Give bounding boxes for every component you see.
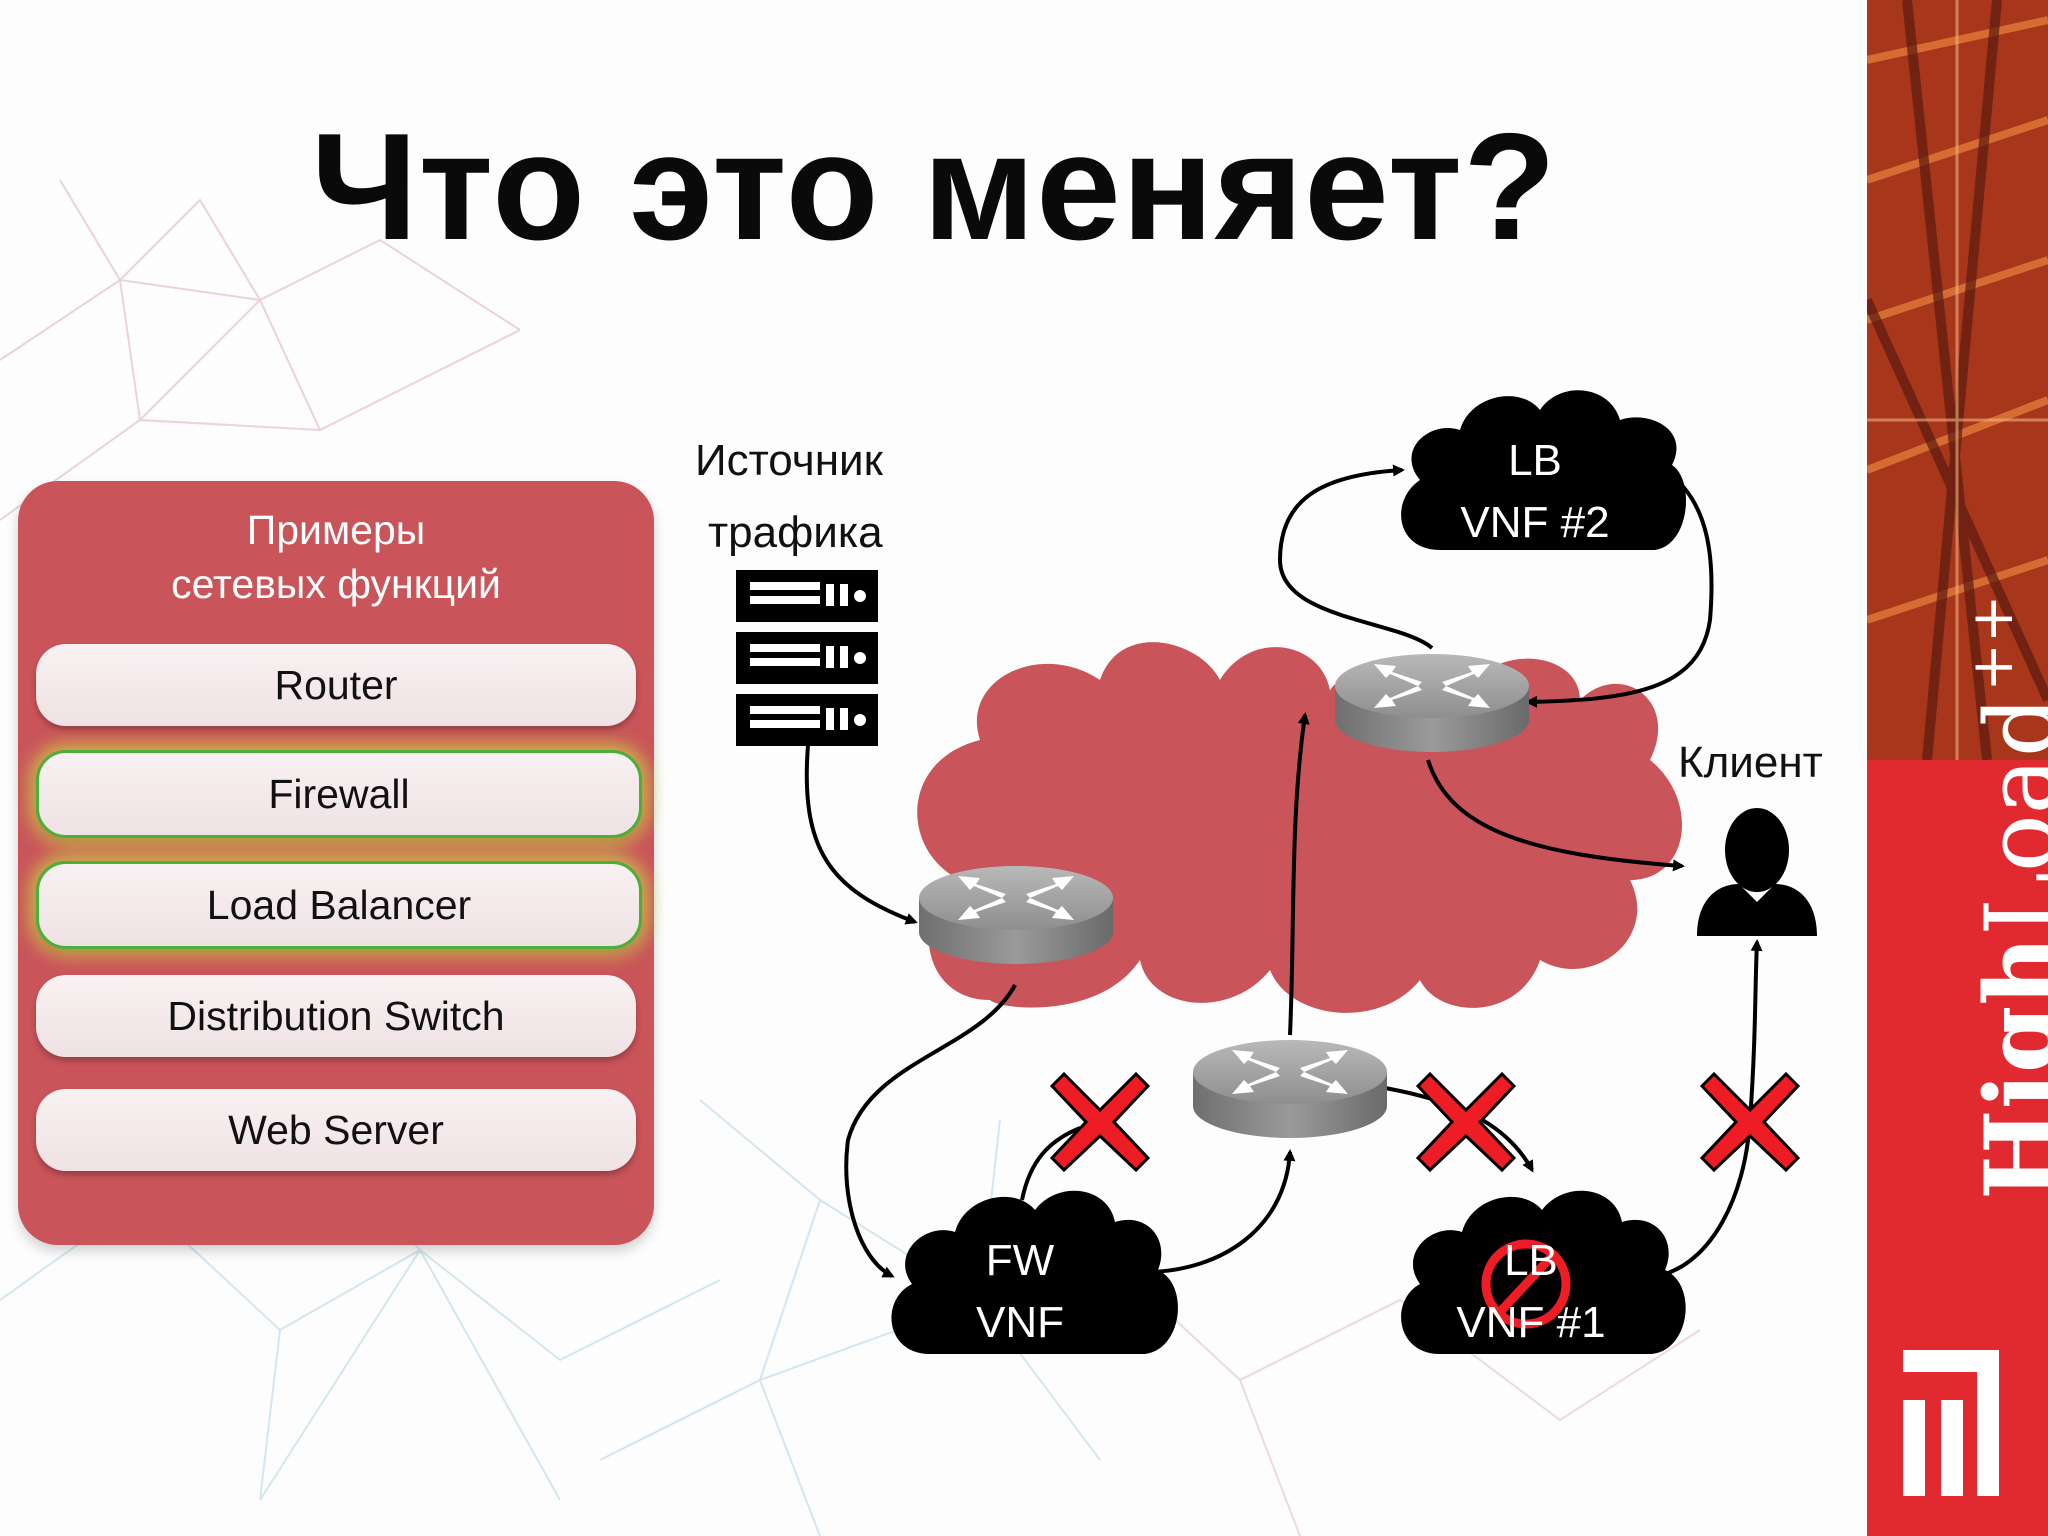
fw-vnf-cloud [891, 1190, 1178, 1354]
router-bottom-icon [1193, 1040, 1387, 1138]
network-diagram [736, 390, 1817, 1354]
function-item-load-balancer: Load Balancer [36, 861, 642, 949]
cross-mark-icon [1416, 1072, 1516, 1172]
traffic-source-label-line-1: Источник [695, 436, 883, 485]
lb-vnf-2-line-2: VNF #2 [1460, 498, 1610, 547]
lb-vnf-1-line-1: LB [1504, 1236, 1558, 1285]
brand-logo-text: HighLoad++ [1958, 594, 2048, 1200]
lb-vnf-1-line-2: VNF #1 [1456, 1298, 1606, 1347]
brand-name-bold: High [1964, 935, 2048, 1200]
function-item-distribution-switch: Distribution Switch [36, 975, 636, 1057]
brand-name-light: Load [1965, 695, 2048, 936]
function-item-firewall: Firewall [36, 750, 642, 838]
brand-architecture-image [1867, 0, 2048, 760]
slide-title: Что это меняет? [310, 102, 1558, 272]
fw-vnf-line-2: VNF [976, 1298, 1064, 1347]
client-user-icon [1697, 808, 1817, 936]
panel-title-line-1: Примеры [246, 507, 426, 553]
router-top-icon [1335, 654, 1529, 752]
fw-vnf-label: FW VNF [925, 1230, 1115, 1354]
highload-logo-icon [1903, 1350, 1999, 1496]
fw-vnf-line-1: FW [985, 1236, 1055, 1285]
cross-mark-icon [1700, 1072, 1800, 1172]
router-left-icon [919, 866, 1113, 964]
server-stack-icon [736, 570, 878, 746]
function-item-router: Router [36, 644, 636, 726]
disabled-icon [1481, 1239, 1571, 1329]
lb-vnf-2-cloud [1401, 390, 1687, 550]
brand-bar [1867, 760, 2048, 1536]
client-label: Клиент [1678, 738, 1823, 787]
lb-vnf-1-cloud [1401, 1190, 1686, 1354]
function-item-web-server: Web Server [36, 1089, 636, 1171]
brand-superscript: ++ [1958, 594, 2026, 692]
network-functions-panel: Примеры сетевых функций Router Firewall … [18, 481, 654, 1245]
traffic-source-label-line-2: трафика [708, 508, 883, 557]
lb-vnf-1-label: LB VNF #1 [1436, 1230, 1626, 1354]
lb-vnf-2-label: LB VNF #2 [1440, 430, 1630, 554]
panel-title: Примеры сетевых функций [18, 503, 654, 611]
cross-mark-icon [1050, 1072, 1150, 1172]
lb-vnf-2-line-1: LB [1508, 436, 1562, 485]
panel-title-line-2: сетевых функций [171, 561, 501, 607]
